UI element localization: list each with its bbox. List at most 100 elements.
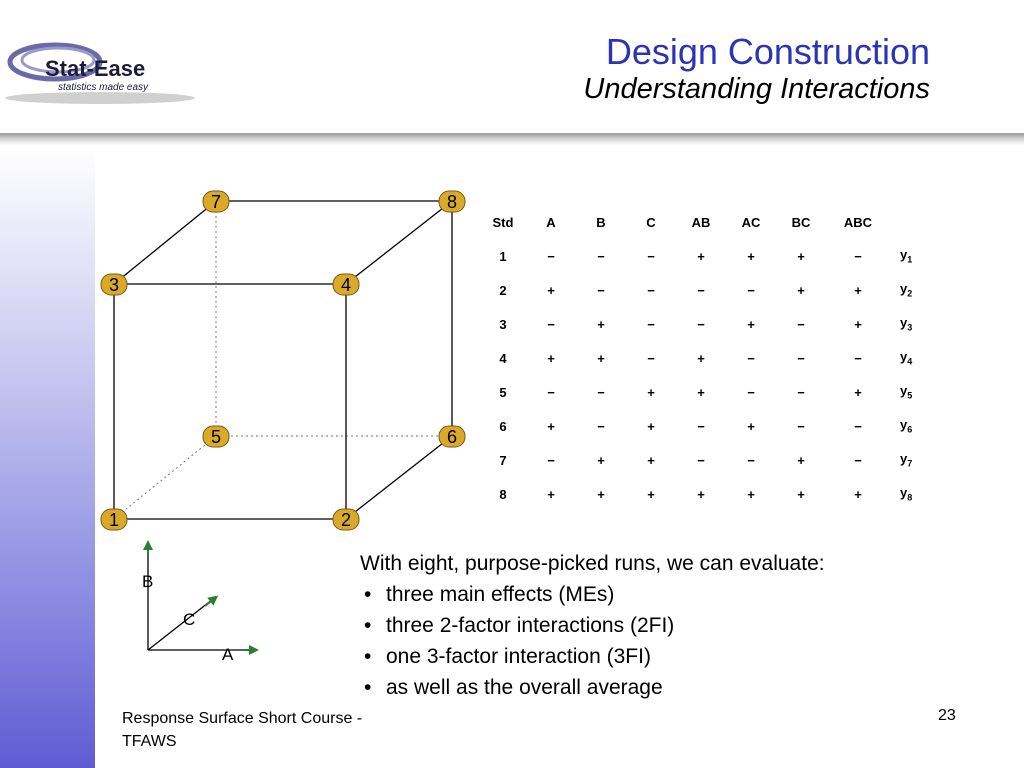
- sign-cell: +: [797, 452, 805, 468]
- response-cell: y1: [900, 247, 913, 265]
- axis-label-a: A: [222, 645, 234, 664]
- sign-cell: −: [597, 418, 605, 434]
- sign-cell: −: [854, 452, 862, 468]
- cube-node-8: 8: [438, 190, 466, 213]
- sign-cell: +: [647, 418, 655, 434]
- sign-cell: −: [697, 282, 705, 298]
- column-header: Std: [492, 214, 514, 230]
- list-item: •as well as the overall average: [364, 676, 663, 699]
- sign-cell: −: [797, 384, 805, 400]
- left-gradient-bar: [0, 148, 95, 768]
- svg-text:8: 8: [447, 192, 457, 212]
- column-header: A: [546, 214, 556, 230]
- sign-cell: −: [697, 316, 705, 332]
- column-header: BC: [791, 214, 811, 230]
- sign-cell: −: [547, 316, 555, 332]
- column-header: AC: [741, 214, 761, 230]
- sign-cell: +: [647, 384, 655, 400]
- cube-node-1: 1: [100, 508, 128, 531]
- table-row: 3−+−−+−+y3: [480, 307, 940, 341]
- sign-cell: +: [854, 282, 862, 298]
- sign-cell: −: [697, 418, 705, 434]
- sign-cell: −: [854, 248, 862, 264]
- table-row: 4++−+−−−y4: [480, 341, 940, 375]
- sign-cell: +: [747, 316, 755, 332]
- svg-text:7: 7: [211, 192, 221, 212]
- response-cell: y5: [900, 383, 913, 401]
- title-block: Design Construction Understanding Intera…: [583, 32, 930, 106]
- std-cell: 4: [499, 350, 507, 366]
- sign-cell: −: [647, 248, 655, 264]
- sign-cell: +: [697, 384, 705, 400]
- column-header: AB: [691, 214, 711, 230]
- sign-cell: +: [854, 384, 862, 400]
- sign-cell: −: [547, 384, 555, 400]
- sign-cell: −: [797, 316, 805, 332]
- sign-cell: +: [854, 486, 862, 502]
- response-cell: y6: [900, 417, 913, 435]
- sign-cell: +: [547, 350, 555, 366]
- std-cell: 6: [499, 418, 507, 434]
- sign-cell: −: [597, 282, 605, 298]
- axis-indicator: B C A: [142, 540, 259, 664]
- sign-cell: −: [647, 282, 655, 298]
- sign-cell: −: [597, 248, 605, 264]
- sign-cell: +: [597, 452, 605, 468]
- table-header-row: Std A B C AB AC BC ABC: [480, 205, 940, 239]
- slide-title: Design Construction: [605, 31, 930, 72]
- sign-cell: −: [854, 350, 862, 366]
- sign-cell: −: [547, 248, 555, 264]
- axis-c-line: [147, 598, 214, 651]
- table-row: 6+−+−+−−y6: [480, 409, 940, 443]
- sign-cell: +: [547, 486, 555, 502]
- sign-cell: +: [547, 418, 555, 434]
- sign-cell: +: [747, 486, 755, 502]
- table-row: 1−−−+++−y1: [480, 239, 940, 273]
- sign-cell: −: [747, 282, 755, 298]
- sign-cell: +: [697, 486, 705, 502]
- cube-node-3: 3: [100, 273, 128, 296]
- body-intro: With eight, purpose-picked runs, we can …: [360, 552, 825, 575]
- svg-text:1: 1: [109, 510, 119, 530]
- response-cell: y4: [900, 349, 913, 367]
- cube-node-4: 4: [332, 273, 360, 296]
- slide-subtitle: Understanding Interactions: [583, 73, 930, 105]
- svg-text:2: 2: [341, 510, 351, 530]
- sign-cell: −: [747, 452, 755, 468]
- svg-text:6: 6: [447, 427, 457, 447]
- axis-label-c: C: [183, 610, 195, 629]
- sign-cell: +: [854, 316, 862, 332]
- sign-cell: +: [747, 418, 755, 434]
- body-text: With eight, purpose-picked runs, we can …: [360, 548, 825, 703]
- sign-cell: −: [797, 418, 805, 434]
- sign-cell: +: [647, 486, 655, 502]
- sign-cell: −: [747, 350, 755, 366]
- stat-ease-logo: Stat-Ease statistics made easy: [5, 42, 195, 104]
- svg-text:4: 4: [341, 275, 351, 295]
- sign-cell: −: [697, 452, 705, 468]
- table-row: 7−++−−+−y7: [480, 443, 940, 477]
- sign-cell: +: [547, 282, 555, 298]
- std-cell: 3: [499, 316, 507, 332]
- sign-cell: +: [597, 316, 605, 332]
- table-row: 2+−−−−++y2: [480, 273, 940, 307]
- list-item: •three 2-factor interactions (2FI): [364, 614, 675, 637]
- list-item: •three main effects (MEs): [364, 583, 615, 606]
- cube-node-7: 7: [202, 190, 230, 213]
- sign-cell: −: [647, 316, 655, 332]
- header-divider: [0, 133, 1024, 145]
- table-row: 5−−++−−+y5: [480, 375, 940, 409]
- response-cell: y2: [900, 281, 913, 299]
- std-cell: 1: [499, 248, 507, 264]
- sign-cell: +: [597, 486, 605, 502]
- sign-cell: +: [797, 486, 805, 502]
- sign-cell: +: [647, 452, 655, 468]
- std-cell: 5: [499, 384, 507, 400]
- sign-cell: −: [647, 350, 655, 366]
- response-cell: y7: [900, 451, 913, 469]
- column-header: ABC: [843, 214, 873, 230]
- sign-cell: −: [547, 452, 555, 468]
- logo-tagline: statistics made easy: [58, 82, 149, 93]
- svg-text:5: 5: [211, 427, 221, 447]
- hidden-edges: [113, 201, 452, 520]
